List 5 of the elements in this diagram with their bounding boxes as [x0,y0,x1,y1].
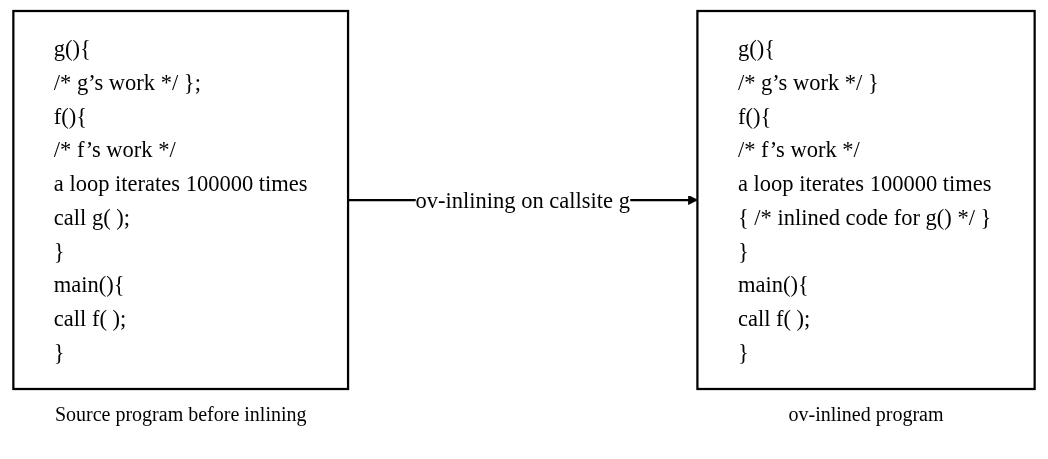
caption-text: Source program before inlining [54,403,307,426]
caption-text: ov-inlined program [788,403,944,426]
node-box: g(){ /* g’s work */ } f(){ /* f’s work */ a loop iterates 100000 times { /* inlined code for g() */ } } main(){ call f( ); } [696,9,1036,391]
edge-label: ov-inlining on callsite g [415,187,630,213]
node-box: g(){ /* g’s work */ }; f(){ /* f’s work */ a loop iterates 100000 times call g( ); } main(){ call f( ); } [12,9,350,391]
